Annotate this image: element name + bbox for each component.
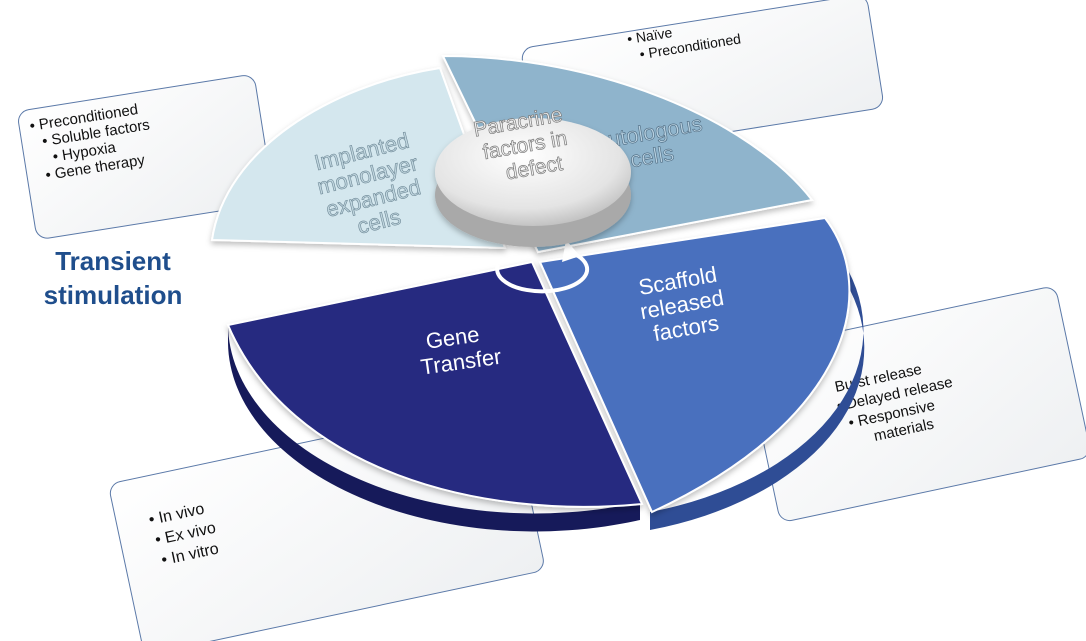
scaffold-segment-side — [650, 270, 865, 530]
gene-segment-side — [228, 325, 640, 532]
transient-stimulation-label: Transient stimulation — [8, 244, 218, 312]
autologous-option-1: • Naïve — [626, 24, 674, 47]
side-label-line-1: Transient — [55, 246, 171, 276]
scaffold-options-list: Burst release • Delayed release • Respon… — [833, 361, 954, 445]
implanted-segment — [210, 66, 507, 250]
implanted-options-box — [18, 75, 273, 239]
gene-segment — [226, 260, 644, 508]
side-label-line-2: stimulation — [43, 280, 183, 310]
scaffold-segment — [538, 216, 851, 514]
cycle-arrow-icon — [495, 240, 590, 294]
scaffold-segment-label: Scaffold released factors — [637, 262, 726, 346]
center-hub — [435, 118, 631, 247]
implanted-options-list: • Preconditioned • Soluble factors • Hyp… — [28, 101, 151, 184]
pie-wheel: Implanted monolayer expanded cells Autol… — [210, 54, 865, 532]
